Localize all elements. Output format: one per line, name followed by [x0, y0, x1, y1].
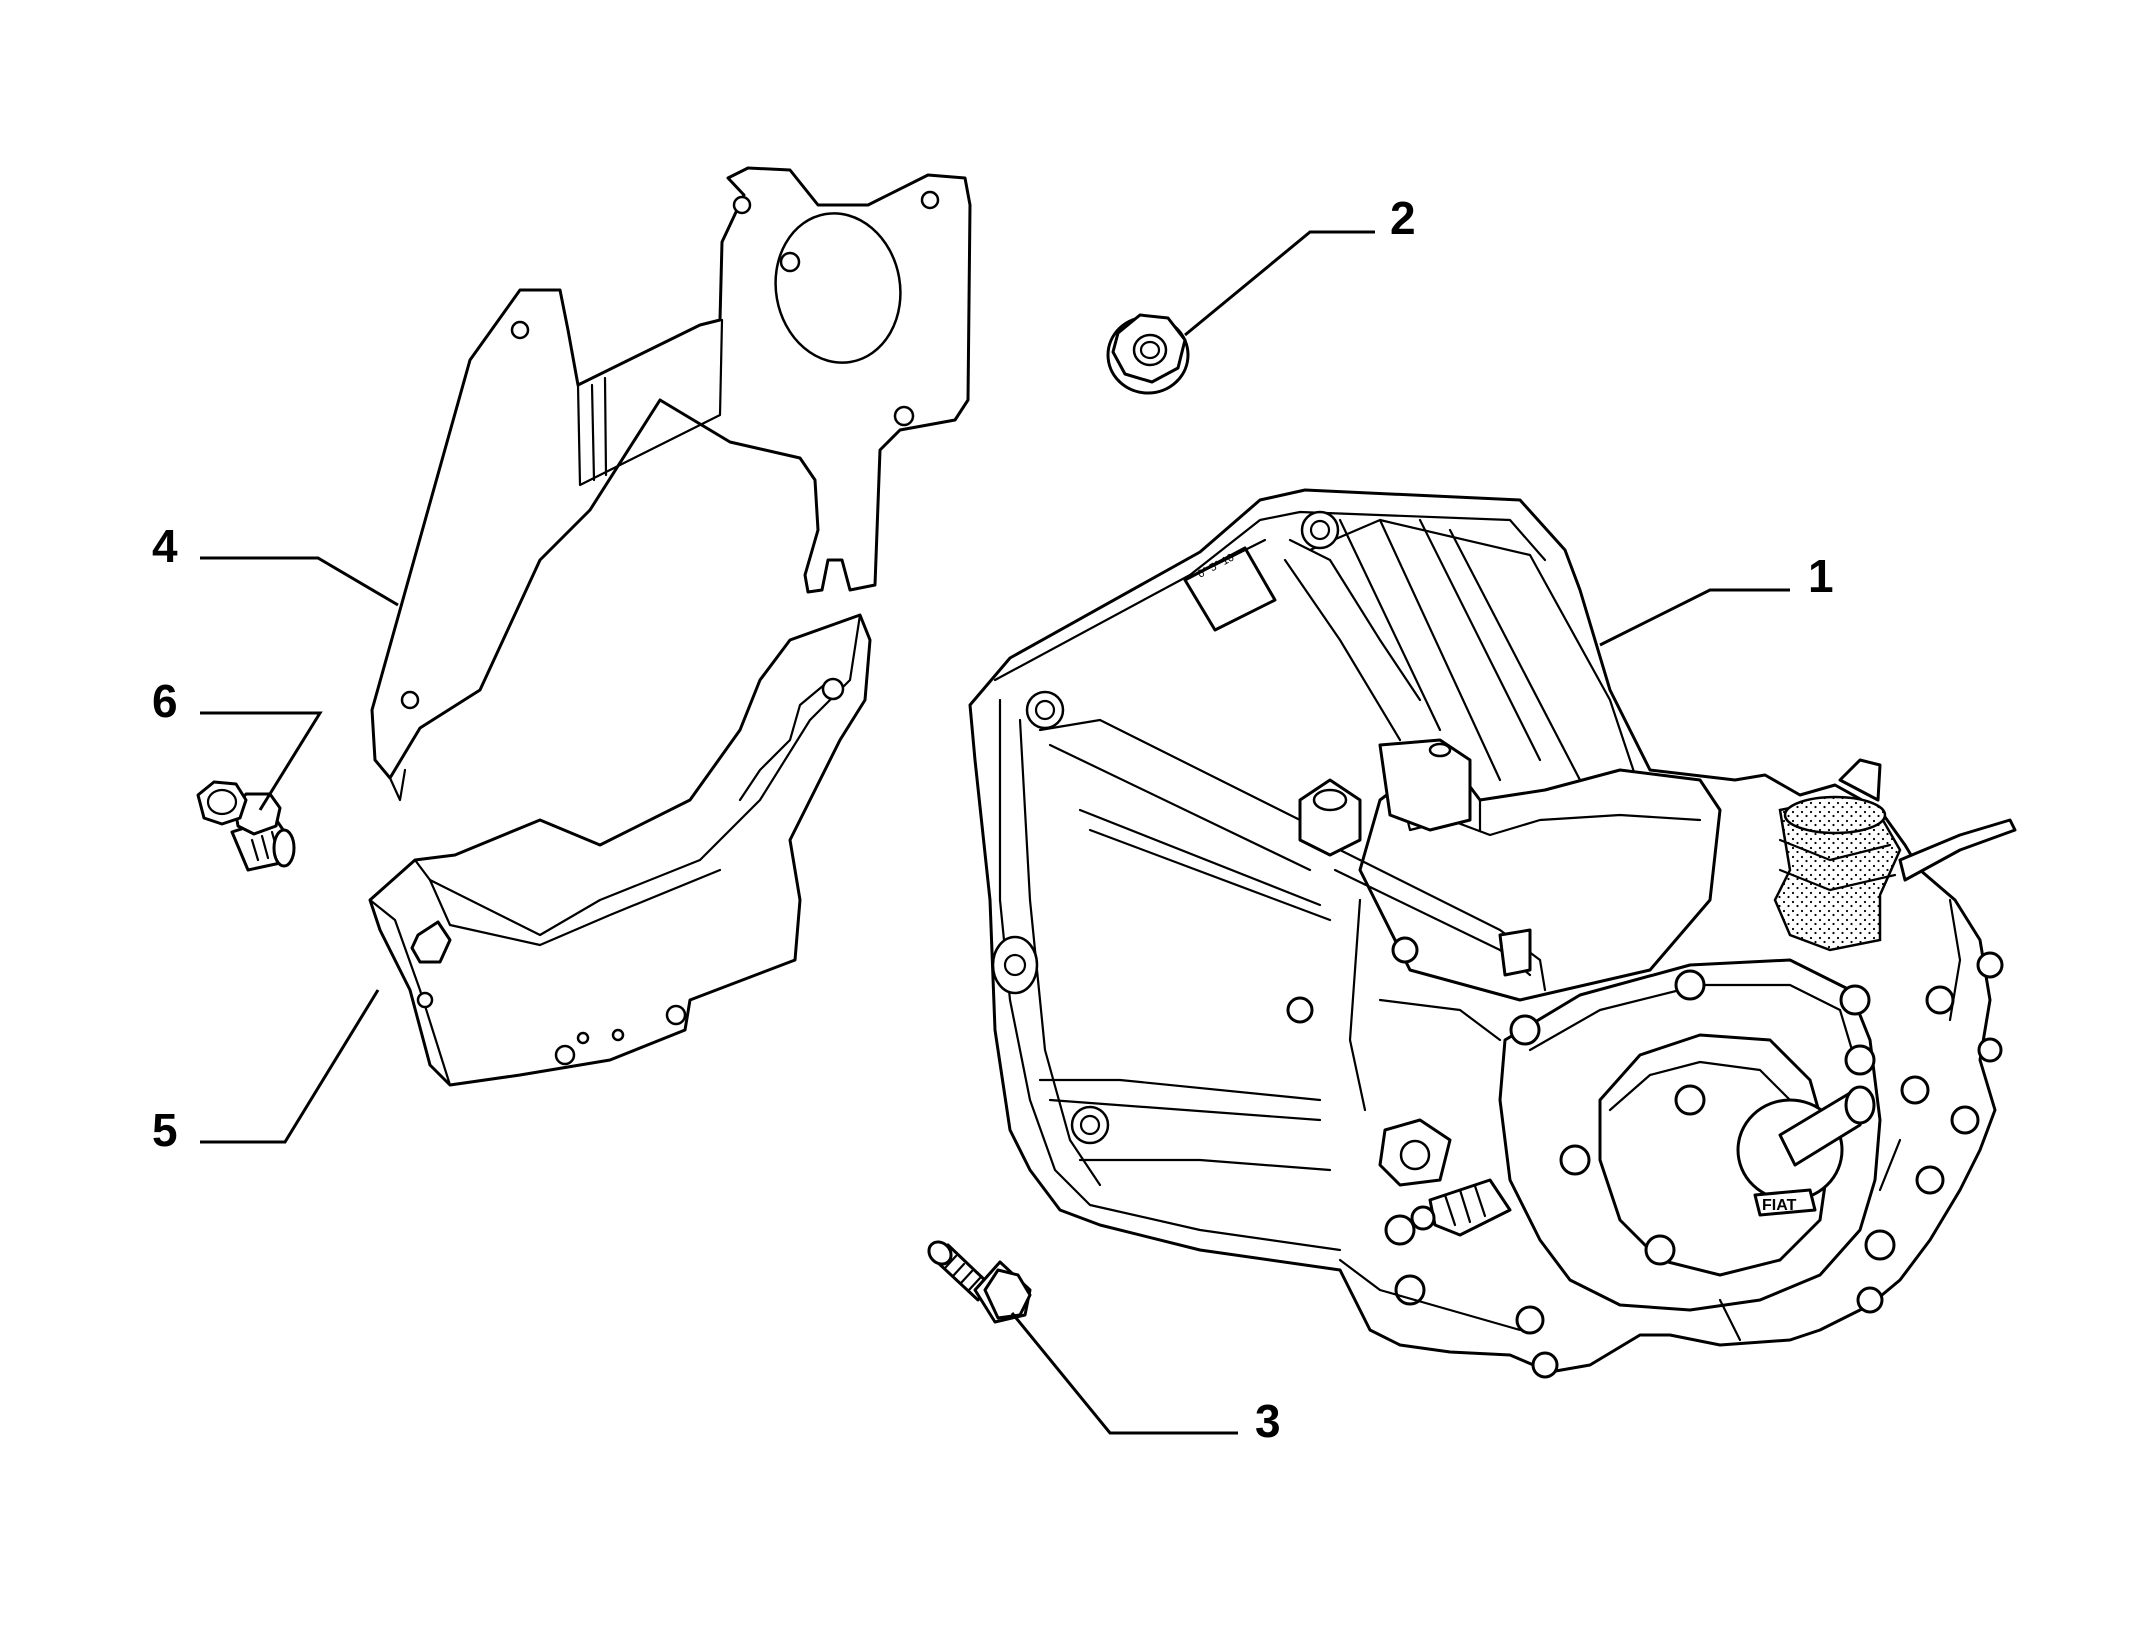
cover-bolts [1286, 936, 2004, 1379]
flanged-bolt [927, 1240, 1032, 1324]
leader-1 [1599, 588, 1790, 647]
callout-6: 6 [152, 675, 178, 727]
gearbox-housing: 0° 5° 10 [968, 488, 2017, 1379]
lower-cover-plate [368, 613, 872, 1087]
leader-lines [200, 230, 1790, 1435]
callout-1: 1 [1808, 550, 1834, 602]
callout-2: 2 [1390, 192, 1416, 244]
leader-5 [200, 989, 380, 1144]
leader-2 [1184, 230, 1375, 337]
leader-4 [200, 556, 399, 607]
svg-text:FIAT: FIAT [1762, 1197, 1797, 1214]
leader-6 [200, 711, 323, 811]
short-bolt [196, 780, 296, 872]
upper-cover-plate [370, 166, 972, 802]
callout-3: 3 [1255, 1395, 1281, 1447]
callout-labels: 1 2 3 4 5 6 [152, 192, 1834, 1447]
callout-5: 5 [152, 1104, 178, 1156]
flanged-nut [1106, 313, 1190, 395]
leader-3 [1010, 1312, 1238, 1435]
callout-4: 4 [152, 520, 178, 572]
